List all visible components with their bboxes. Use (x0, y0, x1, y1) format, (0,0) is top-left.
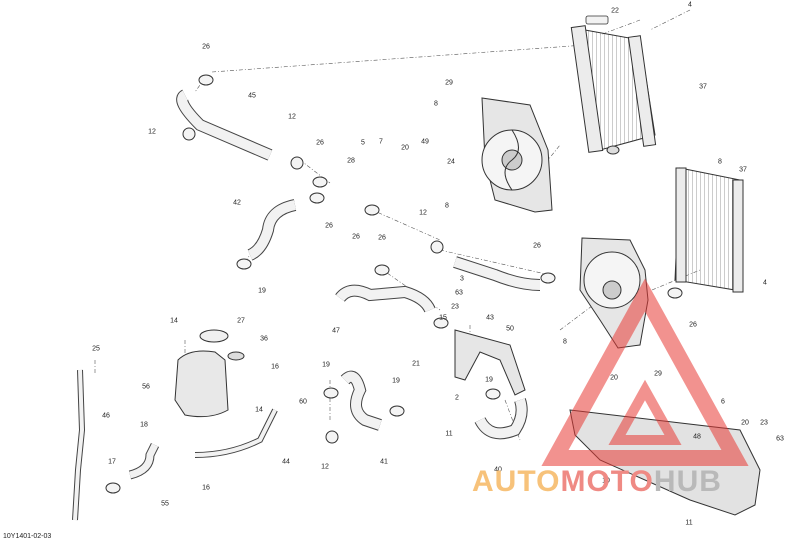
callout-number: 16 (202, 484, 210, 492)
callout-number: 2 (455, 394, 459, 402)
callout-number: 16 (271, 363, 279, 371)
callout-number: 8 (563, 338, 567, 346)
callout-number: 12 (148, 128, 156, 136)
callout-number: 26 (316, 139, 324, 147)
callout-number: 43 (486, 314, 494, 322)
callout-number: 7 (379, 138, 383, 146)
callout-number: 26 (533, 242, 541, 250)
callout-number: 11 (445, 430, 453, 438)
callout-number: 19 (485, 376, 493, 384)
callout-number: 28 (347, 157, 355, 165)
callout-number: 44 (282, 458, 290, 466)
callout-number: 14 (170, 317, 178, 325)
callout-number: 4 (763, 279, 767, 287)
y-pipe (454, 329, 526, 396)
callout-number: 14 (255, 406, 263, 414)
callout-number: 12 (321, 463, 329, 471)
watermark-text-moto: MOTO (560, 465, 654, 498)
callout-number: 20 (610, 374, 618, 382)
coolant-hoses (72, 89, 541, 521)
callout-number: 19 (258, 287, 266, 295)
callout-number: 6 (721, 398, 725, 406)
callout-number: 56 (142, 383, 150, 391)
callout-number: 15 (439, 314, 447, 322)
callout-number: 26 (378, 234, 386, 242)
callout-number: 20 (741, 419, 749, 427)
callout-number: 22 (611, 7, 619, 15)
callout-number: 3 (460, 275, 464, 283)
callout-number: 21 (412, 360, 420, 368)
callout-number: 26 (202, 43, 210, 51)
callout-number: 50 (506, 325, 514, 333)
callout-number: 42 (233, 199, 241, 207)
callout-number: 8 (445, 202, 449, 210)
callout-number: 49 (421, 138, 429, 146)
callout-number: 11 (685, 519, 693, 527)
callout-number: 29 (445, 79, 453, 87)
radiator-lower (674, 167, 744, 293)
callout-number: 26 (352, 233, 360, 241)
callout-number: 8 (434, 100, 438, 108)
fan-shroud-upper (481, 97, 553, 213)
callout-number: 8 (718, 158, 722, 166)
callout-number: 18 (140, 421, 148, 429)
hose-clamps (105, 74, 683, 494)
callout-number: 4 (688, 1, 692, 9)
callout-number: 10 (602, 477, 610, 485)
callout-number: 25 (92, 345, 100, 353)
callout-number: 27 (237, 317, 245, 325)
callout-number: 29 (654, 370, 662, 378)
callout-number: 26 (689, 321, 697, 329)
watermark-text-hub: HUB (653, 465, 722, 498)
watermark-text-auto: AUTO (472, 465, 561, 498)
callout-number: 41 (380, 458, 388, 466)
callout-number: 26 (325, 222, 333, 230)
callout-number: 37 (739, 166, 747, 174)
watermark-logo (541, 278, 749, 466)
callout-number: 55 (161, 500, 169, 508)
callout-number: 47 (332, 327, 340, 335)
document-id: 10Y1401-02-03 (3, 533, 52, 540)
callout-number: 24 (447, 158, 455, 166)
callout-number: 60 (299, 398, 307, 406)
callout-number: 5 (361, 139, 365, 147)
callout-number: 48 (693, 433, 701, 441)
radiator-upper (570, 15, 657, 155)
callout-number: 45 (248, 92, 256, 100)
coolant-expansion-tank (174, 329, 245, 418)
callout-number: 12 (288, 113, 296, 121)
callout-number: 46 (102, 412, 110, 420)
callout-number: 63 (776, 435, 784, 443)
watermark-text: AUTOMOTOHUB (472, 467, 722, 497)
callout-number: 36 (260, 335, 268, 343)
callout-number: 37 (699, 83, 707, 91)
callout-number: 20 (401, 144, 409, 152)
callout-number: 23 (760, 419, 768, 427)
callout-number: 23 (451, 303, 459, 311)
callout-number: 40 (494, 466, 502, 474)
callout-number: 19 (322, 361, 330, 369)
callout-number: 17 (108, 458, 116, 466)
callout-number: 19 (392, 377, 400, 385)
callout-number: 12 (419, 209, 427, 217)
callout-number: 63 (455, 289, 463, 297)
